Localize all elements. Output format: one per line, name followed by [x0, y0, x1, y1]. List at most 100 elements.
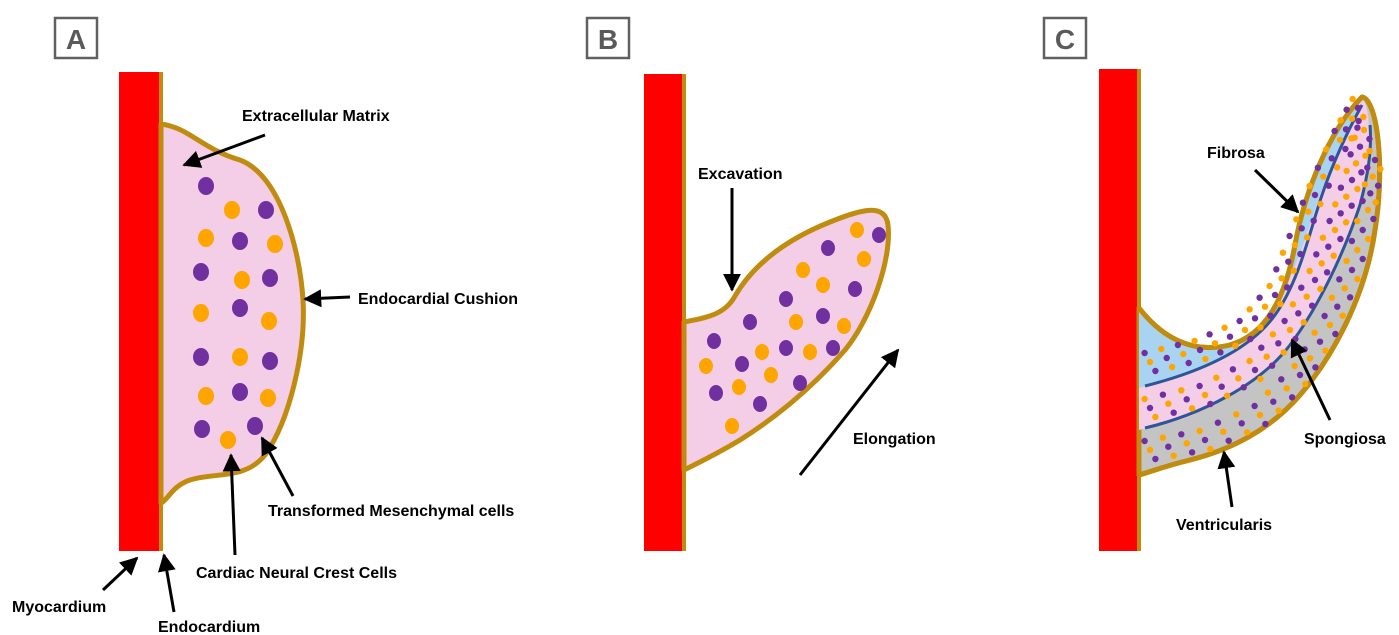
panel-c-cell-dot [1349, 116, 1355, 122]
panel-c-cell-dot [1277, 301, 1283, 307]
label-cardiac-neural-crest-cells: Cardiac Neural Crest Cells [196, 565, 397, 582]
panel-c-cell-dot [1147, 447, 1153, 453]
panel-c-cell-dot [1247, 336, 1253, 342]
panel-c-cell-dot [1251, 403, 1257, 409]
panel-c-cell-dot [1311, 330, 1317, 336]
panel-c-cell-dot [1325, 244, 1331, 250]
panel-c-cell-dot [1334, 164, 1340, 170]
panel-c-cell-dot [1323, 146, 1329, 152]
panel-c-cell-dot [1202, 437, 1208, 443]
panel-a-arrow-transformed-mesenchymal [262, 438, 293, 496]
panel-c-cell-dot [1331, 128, 1337, 134]
panel-c-cell-dot [1169, 364, 1175, 370]
panel-c-cell-dot [1324, 269, 1330, 275]
panel-c-cell-dot [1360, 227, 1366, 233]
panel-c-cell-dot [1232, 343, 1238, 349]
label-myocardium: Myocardium [12, 599, 106, 616]
panel-c-cell-dot [1241, 384, 1247, 390]
panel-c-cell-dot [1197, 347, 1203, 353]
panel-c-cell-dot [1202, 356, 1208, 362]
label-ventricularis: Ventricularis [1176, 517, 1272, 534]
panel-c-cell-dot [1365, 207, 1371, 213]
panel-c-cell-dot [1349, 238, 1355, 244]
panel-c-cell-dot [1306, 183, 1312, 189]
panel-c-cell-dot [1270, 399, 1276, 405]
panel-c-cell-dot [1370, 216, 1376, 222]
panel-c-cell-dot [1304, 294, 1310, 300]
panel-c-cell-dot [1252, 367, 1258, 373]
panel-c-cell-dot [1242, 327, 1248, 333]
panel-c-cell-dot [1297, 372, 1303, 378]
panel-c-cell-dot [1284, 284, 1290, 290]
panel-c-cell-dot [1355, 105, 1361, 111]
panel-c-cell-dot [1338, 185, 1344, 191]
panel-c-cell-dot [1226, 438, 1232, 444]
panel-c-cell-dot [1207, 401, 1213, 407]
panel-c-cell-dot [1298, 285, 1304, 291]
panel-c-cell-dot [1269, 363, 1275, 369]
panel-c-cell-dot [1281, 318, 1287, 324]
panel-a-myocardium [119, 72, 161, 551]
panel-c-cell-dot [1309, 303, 1315, 309]
panel-c-cell-dot [1273, 266, 1279, 272]
panel-c-cell-dot [1258, 345, 1264, 351]
panel-c-cell-dot [1358, 169, 1364, 175]
panel-c-cell-dot [1180, 351, 1186, 357]
panel-c-cell-dot [1343, 219, 1349, 225]
panel-c-cell-dot [1186, 360, 1192, 366]
panel-c-cell-dot [1362, 181, 1368, 187]
panel-c-cell-dot [1343, 194, 1349, 200]
panel-c-cell-dot [1147, 359, 1153, 365]
panel-c-cell-dot [1337, 137, 1343, 143]
panel-c-cell-dot [1315, 165, 1321, 171]
panel-c-cell-dot [1312, 192, 1318, 198]
panel-c-cell-dot [1281, 349, 1287, 355]
panel-c-cell-dot [1287, 327, 1293, 333]
panel-c-cell-dot [1297, 251, 1303, 257]
panel-c-cell-dot [1338, 210, 1344, 216]
panel-c-cell-dot [1302, 381, 1308, 387]
panel-c-cell-dot [1160, 435, 1166, 441]
label-extracellular-matrix: Extracellular Matrix [242, 108, 390, 125]
panel-c-cell-dot [1343, 126, 1349, 132]
panel-c-cell-dot [1233, 411, 1239, 417]
panel-b: B [587, 18, 936, 551]
panel-c-cell-dot [1366, 148, 1372, 154]
panel-c-cell-dot [1329, 295, 1335, 301]
panel-c-cell-dot [1361, 127, 1367, 133]
panel-c-cell-dot [1196, 428, 1202, 434]
panel-c-cell-dot [1295, 310, 1301, 316]
label-endocardial-cushion: Endocardial Cushion [358, 291, 518, 308]
panel-c-cell-dot [1235, 375, 1241, 381]
panel-c-cell-dot [1321, 313, 1327, 319]
panel-c-cell-dot [1326, 218, 1332, 224]
panel-c-cell-dot [1246, 358, 1252, 364]
panel-c-arrow-ventricularis [1224, 452, 1232, 507]
panel-c-cell-dot [1175, 342, 1181, 348]
panel-c-cell-dot [1239, 420, 1245, 426]
panel-c-cell-dot [1373, 199, 1379, 205]
panel-c-cell-dot [1160, 392, 1166, 398]
panel-c-cell-dot [1215, 420, 1221, 426]
panel-c-cell-dot [1365, 236, 1371, 242]
panel-c-cell-dot [1217, 349, 1223, 355]
panel-c-cell-dot [1353, 160, 1359, 166]
panel-c-letter: C [1055, 24, 1075, 55]
panel-c-cell-dot [1347, 294, 1353, 300]
panel-c-cell-dot [1327, 322, 1333, 328]
panel-c-cell-dot [1359, 198, 1365, 204]
panel-c-cell-dot [1236, 318, 1242, 324]
panel-c-cell-dot [1152, 368, 1158, 374]
panel-c-cell-dot [1366, 136, 1372, 142]
panel-c-cell-dot [1276, 408, 1282, 414]
panel-a-arrow-endocardium [164, 555, 174, 612]
panel-b-letter: B [598, 24, 618, 55]
panel-c-cell-dot [1349, 267, 1355, 273]
panel-c-cell-dot [1262, 421, 1268, 427]
panel-c-cell-dot [1312, 364, 1318, 370]
panel-c-cell-dot [1257, 376, 1263, 382]
panel-c-cell-dot [1189, 405, 1195, 411]
panel-c-cell-dot [1262, 304, 1268, 310]
panel-c-cell-dot [1286, 233, 1292, 239]
panel-c-cell-dot [1270, 331, 1276, 337]
